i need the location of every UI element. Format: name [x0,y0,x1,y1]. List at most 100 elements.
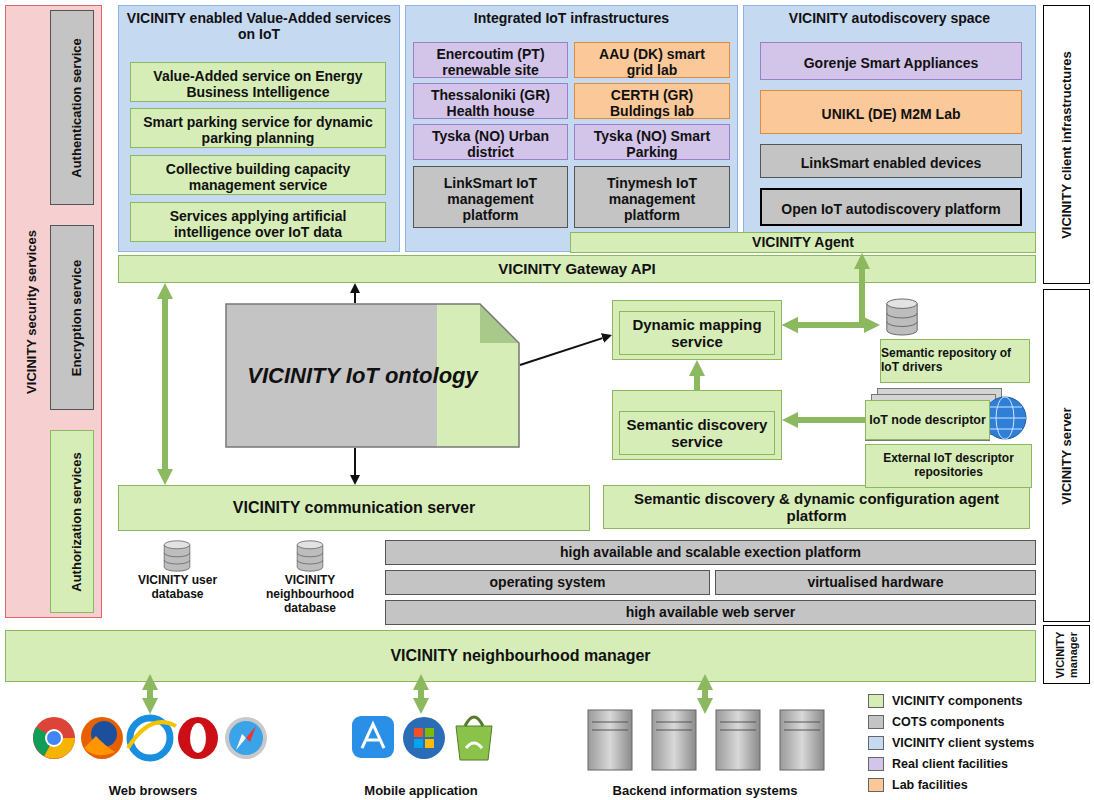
label-text: Thessaloniki (GR) Health house [419,83,562,119]
component-box: Services applying artificial intelligenc… [130,202,386,242]
legend-swatch [868,694,884,708]
label-text: VICINITY IoT ontology [247,363,498,389]
label-text: VICINITY enabled Value-Added services on… [119,6,399,42]
label-text: UNIKL (DE) M2M Lab [816,102,967,122]
component-box: LinkSmart IoT management platform [413,166,568,228]
legend-swatch [868,715,884,729]
client-group: Web browsers [28,706,278,800]
connector [418,690,424,698]
legend-entry: VICINITY client systems [868,732,1090,753]
component-box: LinkSmart enabled devices [760,144,1022,178]
side-label: VICINITY manager [1043,625,1090,684]
side-label: Authorization services [50,430,94,613]
label-text: Integrated IoT infrastructures [406,6,737,26]
legend-entry: COTS components [868,711,1090,732]
legend-text: VICINITY components [892,694,1022,708]
label-text: VICINITY manager [1054,630,1079,679]
component-box: VICINITY communication server [118,485,590,531]
label-text: Collective building capacity management … [136,157,380,193]
connector [798,417,865,423]
label-text: Gorenje Smart Appliances [798,51,985,71]
connector [147,690,153,698]
group-panel: Integrated IoT infrastructuresEnercoutim… [405,5,738,252]
component-box: operating system [385,570,710,595]
label-text: VICINITY server [1059,294,1074,617]
label-text: operating system [490,574,606,590]
component-box: Collective building capacity management … [130,155,386,195]
server-icons [588,710,824,770]
component-box: VICINITY Gateway API [118,255,1036,283]
label-text: Open IoT autodiscovery platform [775,197,1006,217]
component-box: Tyska (NO) Smart Parking [574,124,730,160]
label-text: high available web server [626,604,796,620]
label-text: Semantic discovery service [619,411,775,455]
component-box: AAU (DK) smart grid lab [574,42,730,78]
component-box: Semantic discovery service [612,390,782,460]
component-box: Enercoutim (PT) renewable site [413,42,568,78]
label-text: LinkSmart IoT management platform [419,171,562,223]
component-box: Thessaloniki (GR) Health house [413,83,568,119]
label-text: VICINITY neighbourhood database [250,574,370,615]
connector [520,338,602,365]
connector [702,690,708,698]
label-text: Services applying artificial intelligenc… [136,204,380,240]
component-box: high available web server [385,600,1036,625]
label-text: VICINITY Gateway API [498,260,656,277]
legend-swatch [868,778,884,792]
mobile-icons [352,716,492,760]
label-text: Tyska (NO) Urban district [419,124,562,160]
label-text: External IoT descriptor repositories [865,444,1032,488]
side-label: Encryption service [50,225,94,410]
component-box: VICINITY Agent [570,232,1036,253]
component-box: Dynamic mapping service [612,300,782,360]
label-text: VICINITY user database [120,574,235,602]
component-box: virtualised hardware [715,570,1036,595]
legend-text: Lab facilities [892,778,968,792]
legend-text: Real client facilities [892,757,1008,771]
connector [694,376,700,390]
label-text: high available and scalable exection pla… [560,544,861,560]
label-text: VICINITY Agent [752,234,854,250]
database: Semantic repository of IoT drivers [880,297,1030,372]
label-text: VICINITY autodiscovery space [744,6,1035,26]
legend-swatch [868,736,884,750]
label-text: CERTH (GR) Buldings lab [580,83,724,119]
label-text: AAU (DK) smart grid lab [580,42,724,78]
component-box: Tinymesh IoT management platform [574,166,730,228]
component-box: CERTH (GR) Buldings lab [574,83,730,119]
legend-entry: VICINITY components [868,690,1090,711]
descriptor-stack: IoT node descriptorExternal IoT descript… [865,388,1032,478]
connector [798,322,864,328]
side-label: VICINITY server [1043,289,1090,622]
label-text: Encryption service [70,230,85,405]
connector [162,299,168,469]
label-text: LinkSmart enabled devices [795,151,988,171]
label-text: Semantic repository of IoT drivers [880,339,1030,383]
label-text: IoT node descriptor [865,400,990,440]
database: VICINITY neighbourhood database [250,538,370,626]
label-text: Backend information systems [570,783,840,798]
legend-text: VICINITY client systems [892,736,1034,750]
legend-entry: Real client facilities [868,753,1090,774]
label-text: virtualised hardware [807,574,943,590]
legend-swatch [868,757,884,771]
group-panel: VICINITY enabled Value-Added services on… [118,5,400,252]
client-group: Mobile application [338,706,504,800]
connector [354,293,356,303]
browser-icons [33,717,267,759]
label-text: Web browsers [28,783,278,798]
security-panel: VICINITY security servicesAuthentication… [5,5,102,618]
side-label: VICINITY client infrastructures [1043,5,1090,284]
platform-frame: Semantic discovery & dynamic configurati… [597,289,1036,533]
label-text: Semantic discovery & dynamic configurati… [603,485,1030,529]
component-box: Smart parking service for dynamic parkin… [130,108,386,148]
label-text: VICINITY security services [25,10,40,613]
component-box: Tyska (NO) Urban district [413,124,568,160]
label-text: Tinymesh IoT management platform [580,171,724,223]
connector [354,448,356,475]
component-box: UNIKL (DE) M2M Lab [760,90,1022,134]
component-box: Value-Added service on Energy Business I… [130,62,386,102]
label-text: Tyska (NO) Smart Parking [580,124,724,160]
legend-text: COTS components [892,715,1005,729]
